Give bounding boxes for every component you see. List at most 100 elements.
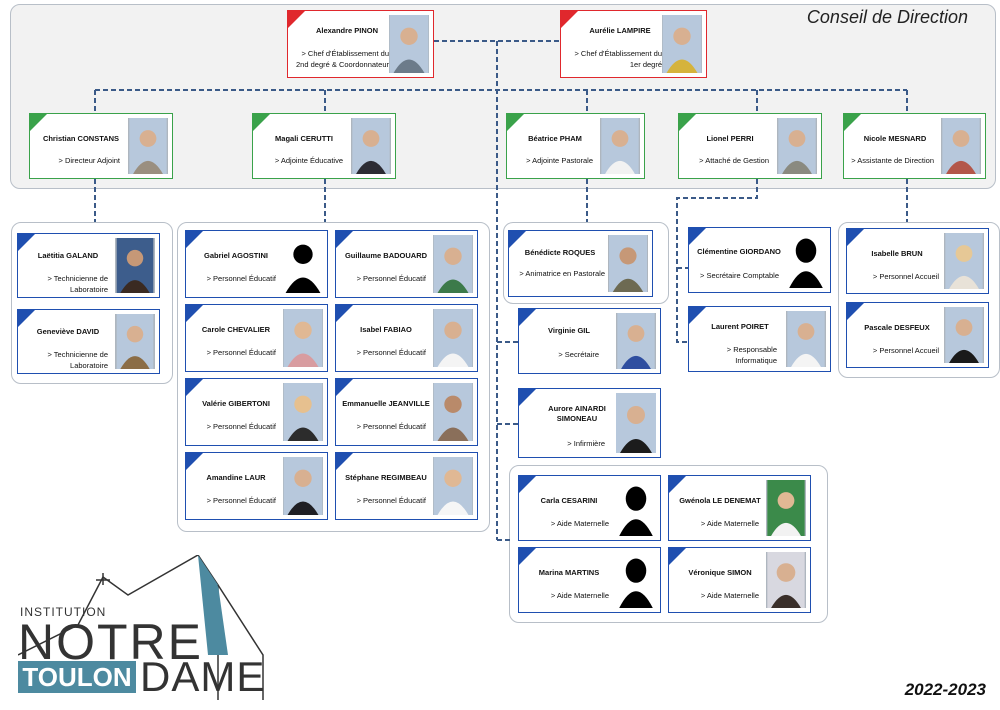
portrait-icon: [283, 457, 323, 515]
portrait-icon: [945, 307, 983, 363]
card-corner: [519, 476, 536, 493]
card-corner: [561, 11, 578, 28]
card-corner: [186, 453, 203, 470]
card-corner: [519, 309, 536, 326]
person-card-pham: Béatrice PHAM > Adjointe Pastorale: [506, 113, 645, 179]
person-name: Isabel FABIAO: [360, 325, 412, 334]
person-role: > Infirmière: [567, 439, 605, 448]
portrait-icon: [116, 314, 154, 369]
person-card-david: Geneviève DAVID > Technicienne de Labora…: [17, 309, 160, 374]
portrait-icon: [767, 480, 805, 536]
logo-graphic: [18, 555, 264, 700]
person-name: Carla CESARINI: [540, 496, 598, 505]
logo-line-notre: NOTRE: [18, 614, 203, 670]
person-role: > Animatrice en Pastorale: [519, 269, 605, 278]
card-corner: [669, 476, 686, 493]
person-name: Isabelle BRUN: [871, 249, 923, 258]
card-corner: [519, 389, 536, 406]
person-card-roques: Bénédicte ROQUES > Animatrice en Pastora…: [508, 230, 653, 297]
person-card-desfeux: Pascale DESFEUX > Personnel Accueil: [846, 302, 989, 368]
card-corner: [336, 379, 353, 396]
silhouette-icon: [619, 486, 653, 536]
council-panel: [10, 4, 996, 189]
person-name: Alexandre PINON: [315, 26, 379, 35]
person-card-fabiao: Isabel FABIAO > Personnel Éducatif: [335, 304, 478, 372]
person-name: Laurent POIRET: [711, 322, 769, 331]
person-card-cerutti: Magali CERUTTI > Adjointe Éducative: [252, 113, 396, 179]
person-card-constans: Christian CONSTANS > Directeur Adjoint: [29, 113, 173, 179]
person-role: > Aide Maternelle: [700, 591, 759, 600]
person-role: > Aide Maternelle: [550, 519, 609, 528]
person-name: Marina MARTINS: [538, 568, 600, 577]
person-name: Carole CHEVALIER: [201, 325, 271, 334]
card-corner: [679, 114, 696, 131]
person-role: > Secrétaire Comptable: [700, 271, 779, 280]
person-name: Christian CONSTANS: [42, 134, 120, 143]
person-name: Pascale DESFEUX: [864, 323, 930, 332]
silhouette-icon: [285, 244, 321, 293]
card-corner: [847, 303, 864, 320]
person-card-cesarini: Carla CESARINI > Aide Maternelle: [518, 475, 661, 541]
person-photo: [389, 15, 429, 73]
person-photo: [608, 235, 648, 292]
silhouette-icon: [619, 558, 653, 608]
person-card-mesnard: Nicole MESNARD > Assistante de Direction: [843, 113, 986, 179]
person-card-le-denemat: Gwénola LE DENEMAT > Aide Maternelle: [668, 475, 811, 541]
portrait-icon: [767, 552, 805, 608]
person-card-simon: Véronique SIMON > Aide Maternelle: [668, 547, 811, 613]
person-card-lampire: Aurélie LAMPIRE > Chef d'Établissement d…: [560, 10, 707, 78]
person-role: > Aide Maternelle: [550, 591, 609, 600]
logo-line-institution: INSTITUTION: [20, 605, 107, 619]
person-name: Lionel PERRI: [706, 134, 754, 143]
person-role: > Adjointe Éducative: [274, 156, 343, 165]
person-card-gil: Virginie GIL > Secrétaire: [518, 308, 661, 374]
card-corner: [336, 305, 353, 322]
person-photo: [766, 480, 806, 536]
card-corner: [18, 310, 35, 327]
person-photo: [128, 118, 168, 174]
person-card-giordano: Clémentine GIORDANO > Secrétaire Comptab…: [688, 227, 831, 293]
person-role: > Personnel Éducatif: [356, 496, 426, 505]
person-photo: [433, 383, 473, 441]
person-name: Gabriel AGOSTINI: [204, 251, 268, 260]
person-role: > Personnel Éducatif: [206, 348, 276, 357]
portrait-icon: [609, 235, 647, 292]
person-role: > Personnel Éducatif: [206, 422, 276, 431]
person-role: > Technicienne de Laboratoire: [47, 350, 108, 370]
chart-title: Conseil de Direction: [806, 7, 968, 27]
card-corner: [186, 231, 203, 248]
portrait-icon: [129, 118, 167, 174]
person-photo: [616, 313, 656, 369]
person-card-regimbeau: Stéphane REGIMBEAU > Personnel Éducatif: [335, 452, 478, 520]
card-corner: [669, 548, 686, 565]
person-name: Clémentine GIORDANO: [697, 247, 781, 256]
person-name: Emmanuelle JEANVILLE: [342, 399, 430, 408]
person-card-badouard: Guillaume BADOUARD > Personnel Éducatif: [335, 230, 478, 298]
card-corner: [186, 305, 203, 322]
portrait-icon: [662, 15, 702, 73]
portrait-icon: [942, 118, 980, 174]
portrait-icon: [352, 118, 390, 174]
person-photo: [433, 235, 473, 293]
person-photo: [944, 233, 984, 289]
person-card-brun: Isabelle BRUN > Personnel Accueil: [846, 228, 989, 294]
person-name: Valérie GIBERTONI: [202, 399, 270, 408]
person-role: > Technicienne de Laboratoire: [47, 274, 108, 294]
person-photo: [351, 118, 391, 174]
person-name: Guillaume BADOUARD: [344, 251, 428, 260]
card-corner: [288, 11, 305, 28]
person-role: > Personnel Éducatif: [206, 274, 276, 283]
person-photo: [786, 232, 826, 288]
card-corner: [847, 229, 864, 246]
portrait-icon: [778, 118, 816, 174]
portrait-icon: [617, 313, 655, 369]
card-corner: [186, 379, 203, 396]
person-photo: [777, 118, 817, 174]
card-corner: [519, 548, 536, 565]
portrait-icon: [433, 457, 473, 515]
person-card-laur: Amandine LAUR > Personnel Éducatif: [185, 452, 328, 520]
person-photo: [662, 15, 702, 73]
person-role: > Personnel Éducatif: [206, 496, 276, 505]
person-card-pinon: Alexandre PINON > Chef d'Établissement d…: [287, 10, 434, 78]
